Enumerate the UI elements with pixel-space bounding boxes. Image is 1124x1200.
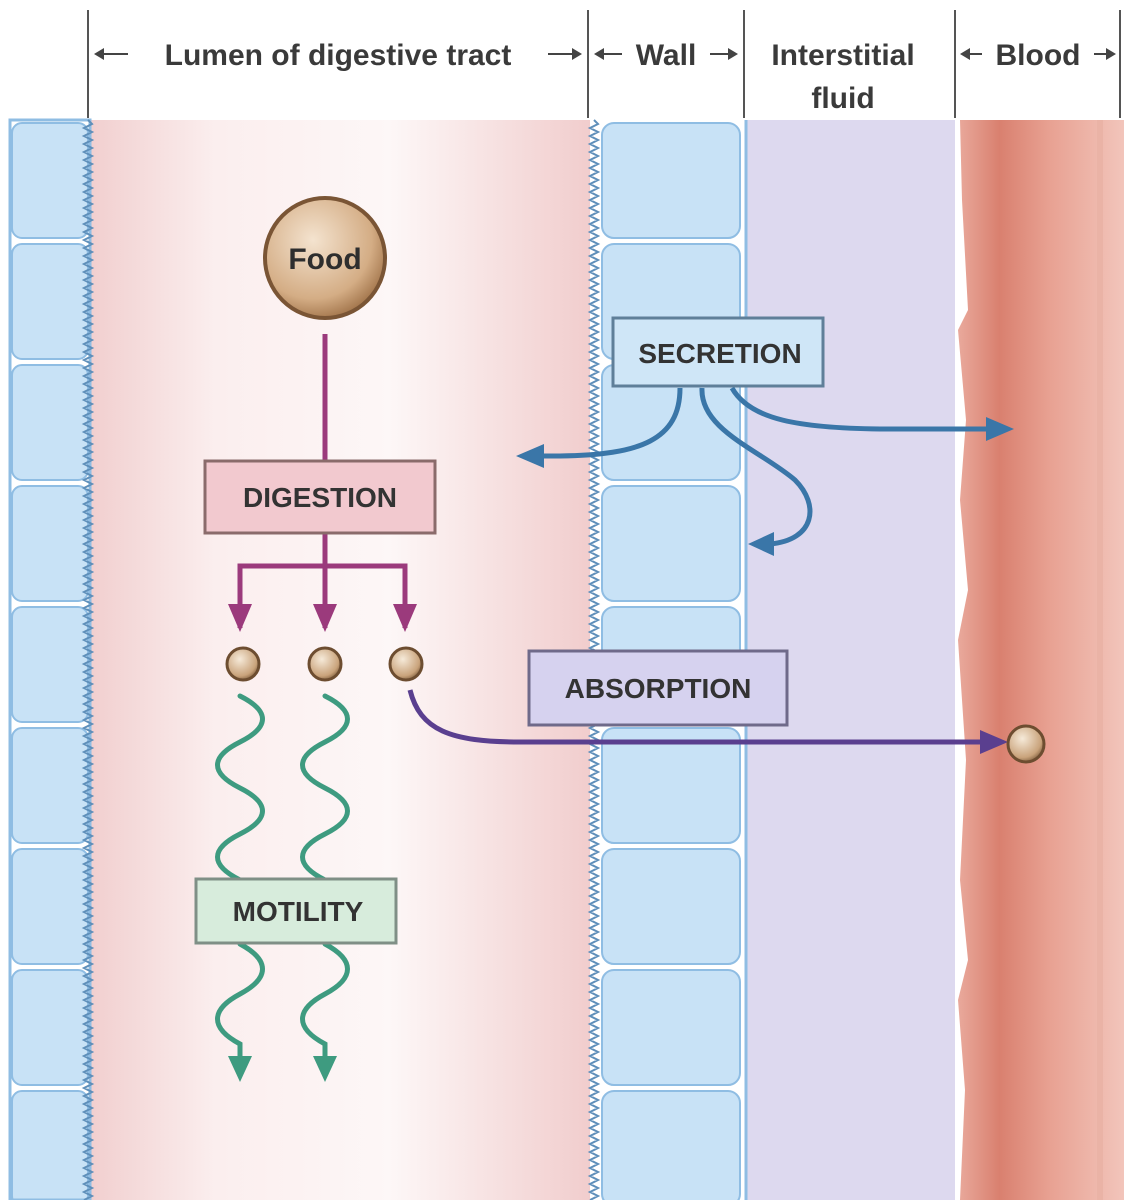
secretion-label: SECRETION xyxy=(638,338,801,369)
food-particle xyxy=(263,196,387,320)
nutrient-particle xyxy=(225,646,261,682)
motility-wave-upper-right xyxy=(300,693,350,883)
header-interstitial-label: Interstitial xyxy=(771,39,914,72)
absorption-label: ABSORPTION xyxy=(565,673,752,704)
header-wall-label: Wall xyxy=(636,39,697,72)
motility-wave-upper-left xyxy=(215,693,265,883)
wall-span-arrows xyxy=(594,48,738,60)
header-lumen-label: Lumen of digestive tract xyxy=(165,39,512,72)
blood-span-arrows xyxy=(960,48,1116,60)
motility-arrowheads xyxy=(228,1056,337,1082)
digestion-box xyxy=(203,459,437,535)
nutrient-particle xyxy=(388,646,424,682)
nutrient-particles xyxy=(225,646,424,682)
motility-box xyxy=(194,877,398,945)
left-microvilli xyxy=(81,119,95,1200)
header-row: Lumen of digestive tract Wall Interstiti… xyxy=(87,10,1121,118)
left-wall-cells xyxy=(10,120,90,1200)
secretion-to-lumen-arrow xyxy=(528,387,683,459)
motility-label: MOTILITY xyxy=(233,896,364,927)
absorption-arrow xyxy=(407,689,1000,745)
digestion-product-arrowheads xyxy=(228,604,417,632)
secretion-flow xyxy=(528,386,1000,547)
motility-wave-lower-right xyxy=(300,941,350,1065)
food-label: Food xyxy=(288,243,361,276)
absorbed-nutrient-particle xyxy=(1006,724,1046,764)
absorption-box xyxy=(527,649,789,727)
secretion-box xyxy=(611,316,825,388)
header-blood-label: Blood xyxy=(996,39,1081,72)
digestion-label: DIGESTION xyxy=(243,482,397,513)
lumen-span-arrows xyxy=(94,48,582,60)
blood-vessel xyxy=(958,120,1124,1200)
nutrient-particle xyxy=(307,646,343,682)
absorption-arrowhead xyxy=(980,730,1008,754)
header-fluid-label: fluid xyxy=(811,82,874,115)
secretion-to-interstitial-arrow xyxy=(699,387,813,547)
motility-flow xyxy=(215,693,350,1065)
secretion-arrowheads xyxy=(516,417,1014,556)
secretion-to-blood-arrow xyxy=(729,386,1000,432)
motility-wave-lower-left xyxy=(215,941,265,1065)
